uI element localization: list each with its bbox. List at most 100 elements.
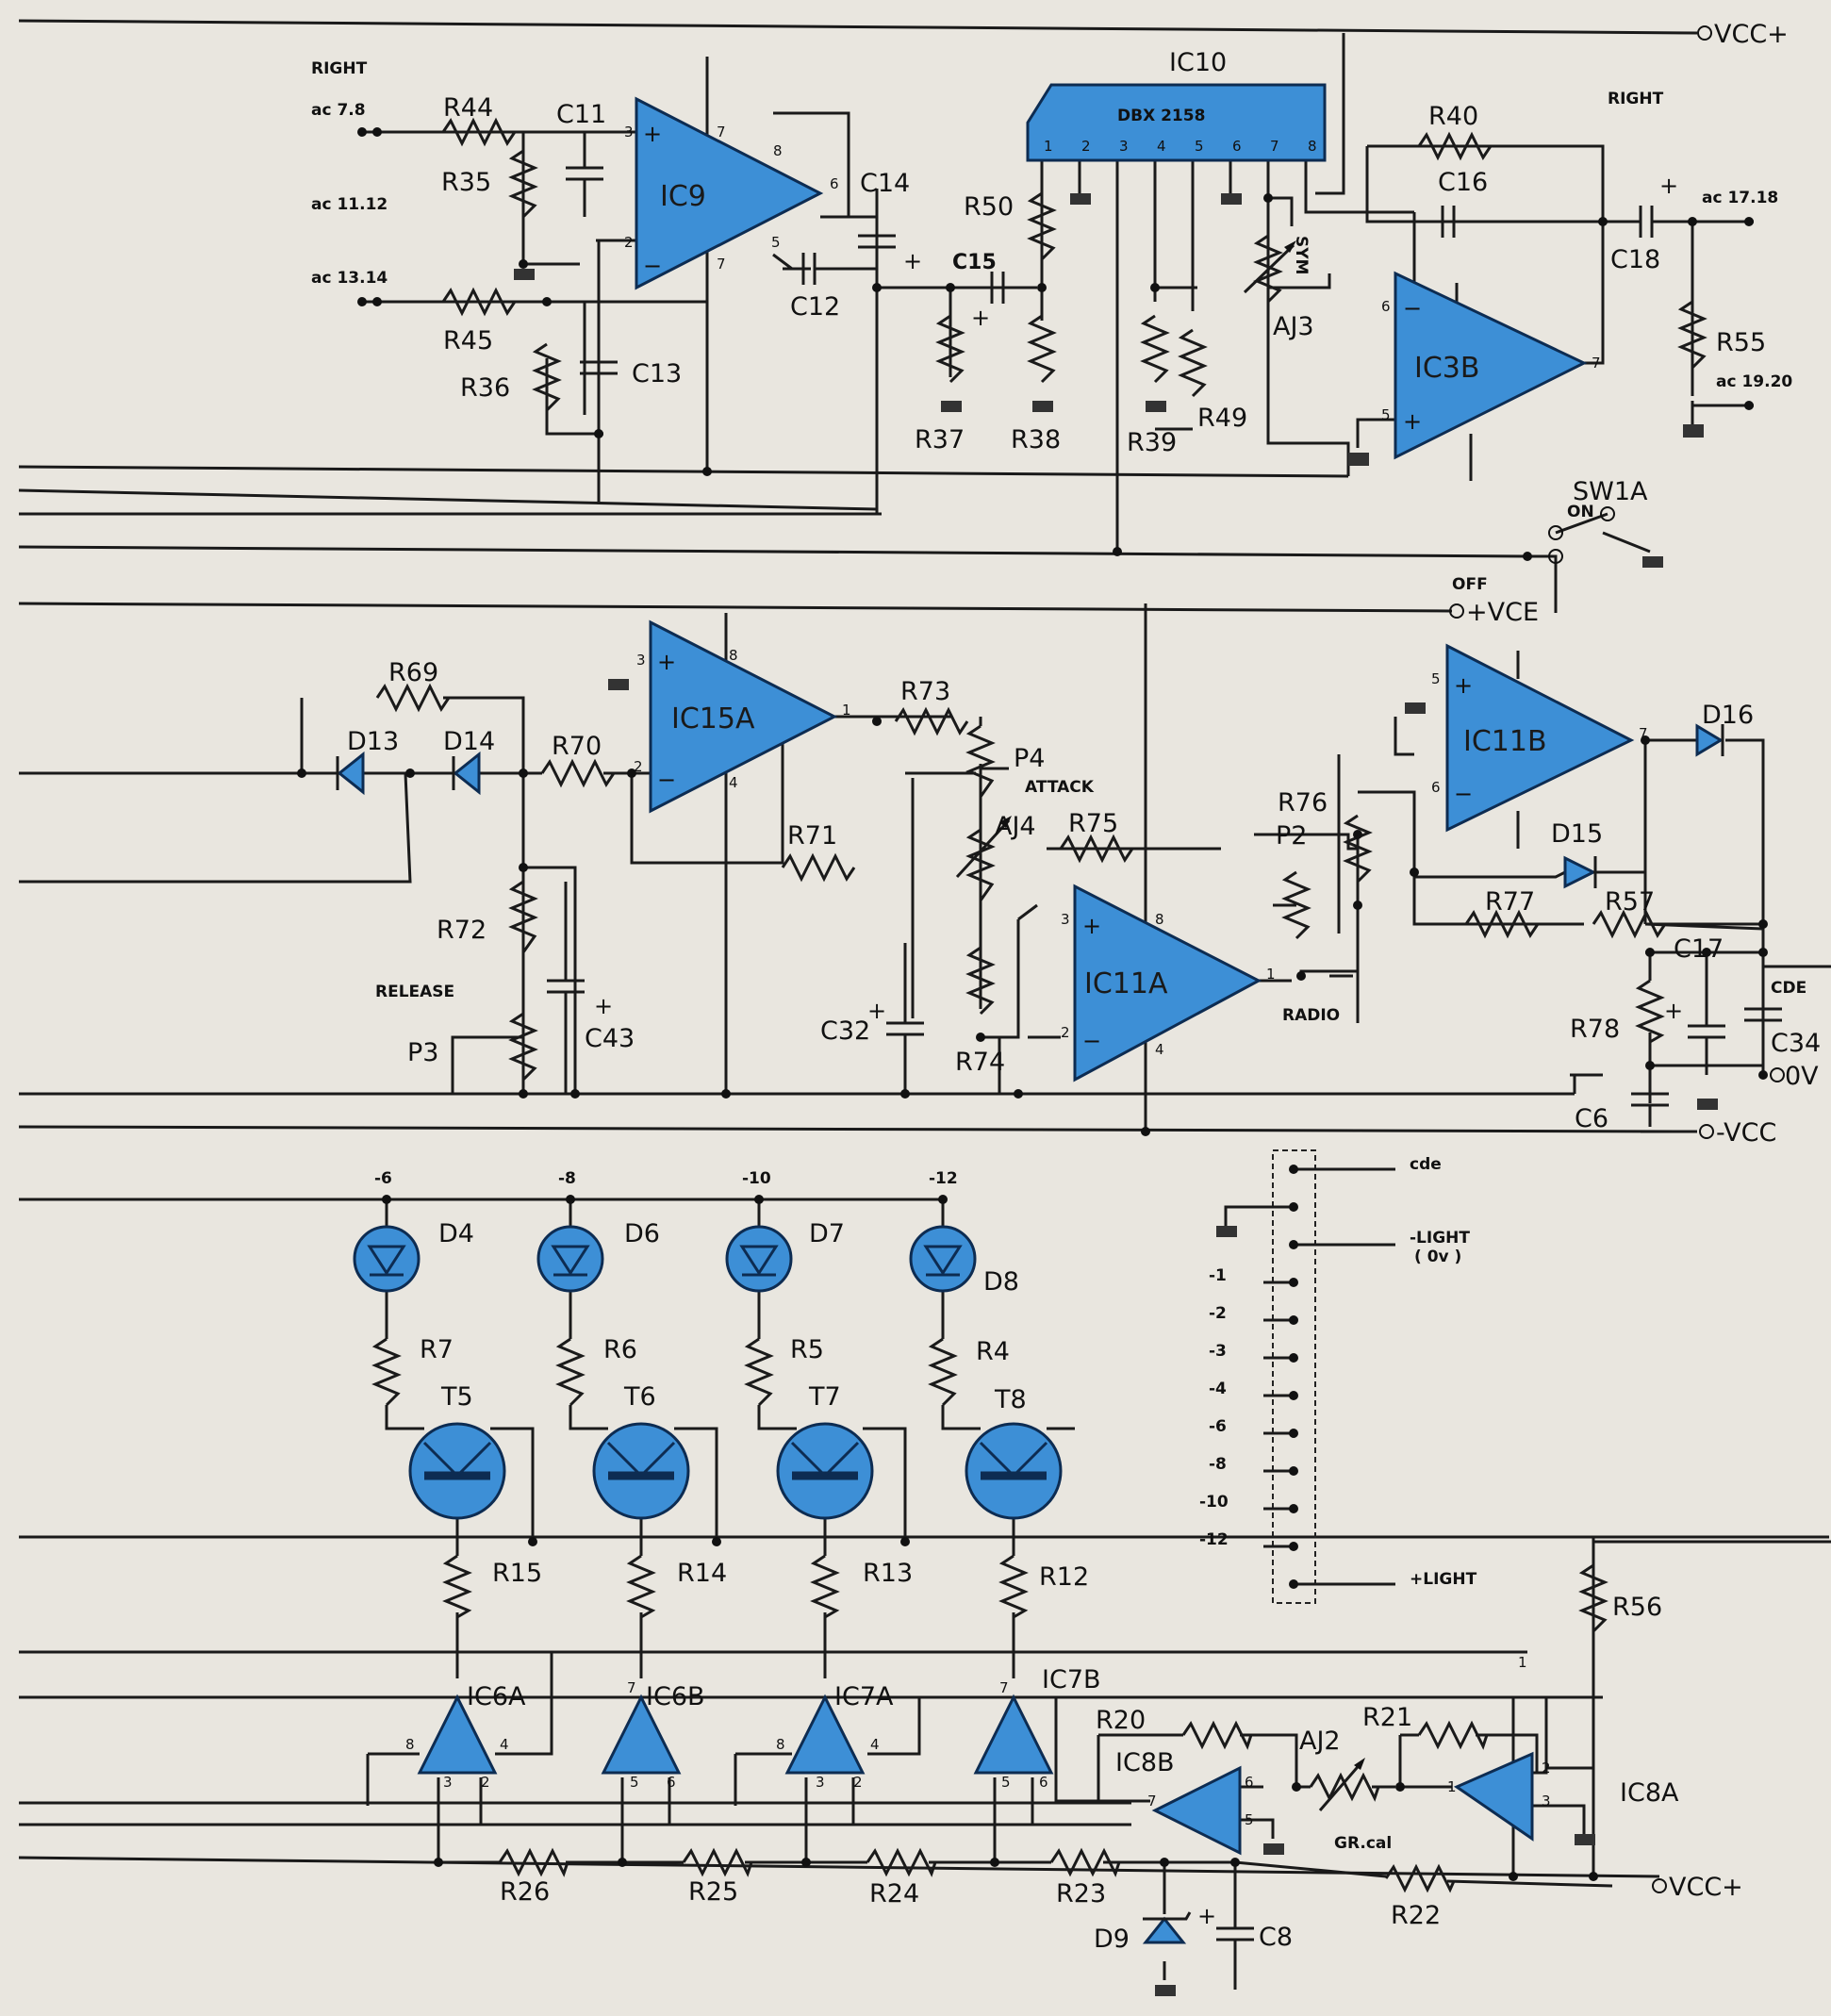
svg-text:+: + — [657, 649, 676, 675]
label-conn-ov: ( 0v ) — [1414, 1248, 1461, 1266]
label-ic8a: IC8A — [1620, 1778, 1679, 1808]
svg-text:7: 7 — [1270, 138, 1279, 155]
label-right-in: RIGHT — [311, 59, 368, 78]
opamps — [417, 83, 1635, 1856]
label-t6: T6 — [623, 1382, 656, 1412]
svg-text:+: + — [1664, 998, 1683, 1024]
rail-0v: 0V — [1785, 1062, 1819, 1091]
opamp-ic11a — [1073, 884, 1262, 1082]
label-r55: R55 — [1716, 328, 1766, 357]
label-aj2: AJ2 — [1299, 1727, 1341, 1756]
resistor-r74 — [965, 946, 996, 1016]
svg-text:+: + — [1082, 913, 1101, 939]
label-r21: R21 — [1362, 1703, 1412, 1732]
conn-level-4: -4 — [1209, 1380, 1227, 1398]
label-sw1a: SW1A — [1573, 477, 1648, 506]
label-r35: R35 — [441, 168, 491, 197]
resistor-r44 — [441, 117, 517, 147]
label-attack: ATTACK — [1025, 778, 1095, 797]
label-c13: C13 — [632, 359, 682, 388]
label-ic6b: IC6B — [646, 1682, 705, 1711]
svg-text:1: 1 — [1518, 1654, 1527, 1671]
label-d15: D15 — [1551, 819, 1603, 849]
svg-text:2: 2 — [1061, 1024, 1070, 1041]
label-d13: D13 — [347, 727, 399, 756]
conn-level-7: -10 — [1199, 1493, 1229, 1512]
resistor-aj3 — [1253, 234, 1283, 304]
label-right-out: RIGHT — [1608, 90, 1664, 108]
resistor-r13 — [810, 1554, 840, 1619]
resistor-r25 — [682, 1847, 753, 1877]
label-ic11a: IC11A — [1084, 967, 1168, 1000]
label-c18: C18 — [1610, 245, 1660, 274]
resistor-r24 — [866, 1847, 937, 1877]
resistor-aj4 — [965, 828, 996, 901]
svg-text:−: − — [657, 767, 676, 793]
svg-text:+: + — [594, 993, 613, 1019]
wiring — [18, 19, 1831, 1990]
resistor-r50 — [1027, 191, 1057, 261]
label-r12: R12 — [1039, 1562, 1089, 1592]
resistor-p4 — [965, 724, 996, 798]
svg-text:7: 7 — [1639, 725, 1648, 742]
svg-text:−: − — [1403, 295, 1422, 322]
resistor-r7 — [371, 1337, 402, 1407]
label-r56: R56 — [1612, 1593, 1662, 1622]
label-r37: R37 — [915, 425, 965, 454]
label-aj4: AJ4 — [995, 812, 1036, 841]
label-cde: CDE — [1771, 979, 1806, 998]
label-r36: R36 — [460, 373, 510, 403]
transistor-t8 — [965, 1422, 1063, 1520]
label-r69: R69 — [388, 658, 438, 687]
label-ac-11-12: ac 11.12 — [311, 195, 388, 214]
resistor-r6 — [555, 1337, 586, 1407]
svg-text:2: 2 — [853, 1774, 863, 1791]
label-c17: C17 — [1674, 934, 1724, 964]
opamp-ic3b — [1394, 271, 1588, 460]
svg-text:5: 5 — [1381, 406, 1391, 423]
svg-text:1: 1 — [1266, 966, 1276, 983]
label-d6: D6 — [624, 1219, 660, 1248]
svg-text:6: 6 — [1039, 1774, 1048, 1791]
svg-text:5: 5 — [1245, 1811, 1254, 1828]
label-r78: R78 — [1570, 1015, 1620, 1044]
resistor-r57 — [1592, 909, 1667, 939]
conn-level-3: -3 — [1209, 1342, 1227, 1361]
resistor-r26 — [498, 1847, 569, 1877]
svg-text:+: + — [1454, 672, 1473, 699]
svg-text:6: 6 — [1245, 1774, 1254, 1791]
resistor-p2 — [1281, 870, 1311, 940]
label-p3: P3 — [407, 1038, 438, 1067]
svg-text:8: 8 — [773, 142, 783, 159]
svg-text:2: 2 — [624, 234, 634, 251]
rail-vcc-plus-top: VCC+ — [1714, 20, 1789, 49]
label-r14: R14 — [677, 1559, 727, 1588]
label-c12: C12 — [790, 292, 840, 322]
svg-text:7: 7 — [1592, 355, 1601, 372]
resistor-r4 — [928, 1337, 958, 1407]
svg-text:8: 8 — [1155, 911, 1164, 928]
svg-text:+: + — [1197, 1903, 1216, 1929]
grounds — [514, 193, 1718, 1996]
label-r24: R24 — [869, 1879, 919, 1909]
conn-level-2: -2 — [1209, 1304, 1227, 1323]
svg-text:1: 1 — [1044, 138, 1053, 155]
label-c43: C43 — [585, 1024, 635, 1053]
label-r39: R39 — [1127, 428, 1177, 457]
svg-text:3: 3 — [1119, 138, 1129, 155]
label-t5: T5 — [440, 1382, 473, 1412]
label-c8: C8 — [1259, 1923, 1293, 1952]
svg-text:6: 6 — [1431, 779, 1441, 796]
rail-vce: +VCE — [1466, 598, 1539, 627]
svg-text:+: + — [1659, 173, 1678, 199]
svg-text:2: 2 — [634, 758, 643, 775]
label-r7: R7 — [420, 1335, 454, 1364]
label-ic7a: IC7A — [834, 1682, 894, 1711]
led-d8 — [909, 1225, 977, 1293]
svg-text:5: 5 — [1195, 138, 1204, 155]
rail-vcc-minus: -VCC — [1716, 1118, 1776, 1148]
label-d14: D14 — [443, 727, 495, 756]
conn-level-8: -12 — [1199, 1530, 1229, 1549]
svg-text:8: 8 — [1308, 138, 1317, 155]
pin-numbers: 3 2 7 8 6 5 7 1 2 3 4 5 6 7 8 6 5 7 2 3 … — [405, 124, 1648, 1828]
